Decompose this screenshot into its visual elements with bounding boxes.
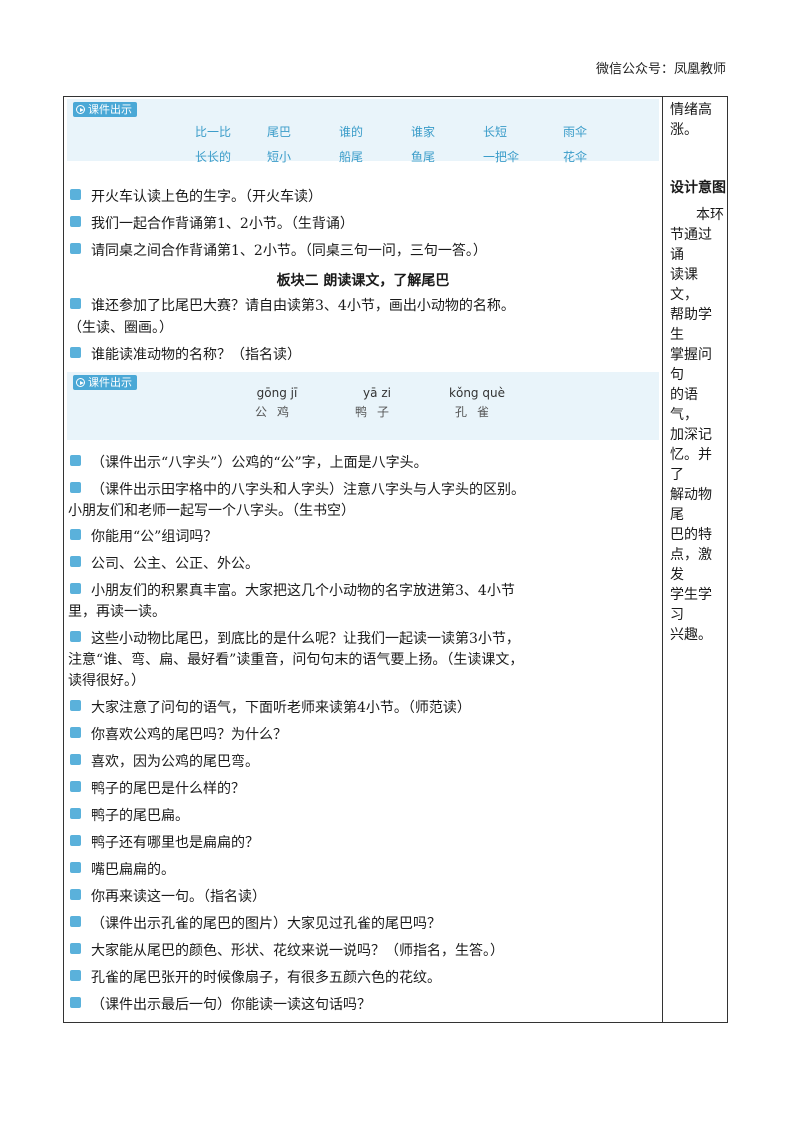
lesson-table <box>63 96 728 1023</box>
courseware-box-words: 课件出示 比一比 尾巴 谁的 谁家 长短 雨伞 长长的 短小 船尾 鱼尾 一把伞… <box>67 99 659 164</box>
lesson-line: 嘴巴扁扁的。 <box>70 859 660 882</box>
student-icon <box>70 754 81 765</box>
design-intent-body: 本环 节通过诵 读课文， 帮助学生 掌握问句 的语气， 加深记 忆。并了 解动物… <box>670 207 724 643</box>
lesson-line-cont: 注意“谁、弯、扁、最好看”读重音，问句句末的语气要上扬。（生读课文， <box>68 652 524 668</box>
lesson-line: 鸭子的尾巴扁。 <box>70 805 660 828</box>
play-icon <box>76 105 85 114</box>
lesson-line: （课件出示“八字头”）公鸡的“公”字，上面是八字头。 <box>70 452 660 475</box>
courseware-label: 课件出示 <box>88 103 132 116</box>
lesson-line: 公司、公主、公正、外公。 <box>70 553 660 576</box>
teacher-icon <box>70 997 81 1008</box>
side-note-top: 情绪高涨。 <box>670 102 712 138</box>
lesson-line: 谁能读准动物的名称？（指名读） <box>70 344 660 367</box>
lesson-line: （课件出示孔雀的尾巴的图片）大家见过孔雀的尾巴吗？ <box>70 913 660 936</box>
word: 比一比 <box>195 125 232 139</box>
lesson-line: 大家能从尾巴的颜色、形状、花纹来说一说吗？（师指名，生答。） <box>70 940 660 963</box>
courseware-tag: 课件出示 <box>73 102 137 117</box>
word: 短小 <box>267 150 292 164</box>
word: 谁的 <box>339 125 364 139</box>
lesson-line-cont: 小朋友们和老师一起写一个八字头。（生书空） <box>68 503 355 519</box>
lesson-line: 你能用“公”组词吗？ <box>70 526 660 549</box>
teacher-icon <box>70 189 81 200</box>
teacher-icon <box>70 455 81 466</box>
student-icon <box>70 862 81 873</box>
lesson-line: 孔雀的尾巴张开的时候像扇子，有很多五颜六色的花纹。 <box>70 967 660 990</box>
lesson-line: 大家注意了问句的语气，下面听老师来读第4小节。（师范读） <box>70 697 660 720</box>
lesson-line: 开火车认读上色的生字。（开火车读） <box>70 186 660 209</box>
teacher-icon <box>70 482 81 493</box>
design-intent-title: 设计意图 <box>670 180 726 196</box>
lesson-line: 请同桌之间合作背诵第1、2小节。（同桌三句一问，三句一答。） <box>70 240 660 263</box>
play-icon <box>76 378 85 387</box>
word: 鱼尾 <box>411 150 436 164</box>
teacher-icon <box>70 700 81 711</box>
teacher-icon <box>70 243 81 254</box>
teacher-icon <box>70 298 81 309</box>
lesson-line: （课件出示田字格中的八字头和人字头）注意八字头与人字头的区别。 <box>70 479 660 502</box>
lesson-line: 喜欢，因为公鸡的尾巴弯。 <box>70 751 660 774</box>
word: 一把伞 <box>483 150 520 164</box>
word: 谁家 <box>411 125 436 139</box>
teacher-icon <box>70 216 81 227</box>
lesson-line: 鸭子还有哪里也是扁扁的？ <box>70 832 660 855</box>
section-title: 板块二 朗读课文，了解尾巴 <box>276 273 450 289</box>
teacher-icon <box>70 347 81 358</box>
teacher-icon <box>70 781 81 792</box>
lesson-line: （课件出示最后一句）你能读一读这句话吗？ <box>70 994 660 1017</box>
teacher-icon <box>70 631 81 642</box>
lesson-line: 你喜欢公鸡的尾巴吗？为什么？ <box>70 724 660 747</box>
word: 船尾 <box>339 150 364 164</box>
courseware-tag: 课件出示 <box>73 375 137 390</box>
word: 长短 <box>483 125 508 139</box>
lesson-line-cont: 里，再读一读。 <box>68 604 166 620</box>
column-divider <box>662 96 663 1023</box>
word: 雨伞 <box>563 125 588 139</box>
lesson-line: 鸭子的尾巴是什么样的？ <box>70 778 660 801</box>
teacher-icon <box>70 727 81 738</box>
lesson-line: 你再来读这一句。（指名读） <box>70 886 660 909</box>
page-header: 微信公众号：凤凰教师 <box>595 62 726 77</box>
courseware-label: 课件出示 <box>88 376 132 389</box>
teacher-icon <box>70 835 81 846</box>
lesson-line: 我们一起合作背诵第1、2小节。（生背诵） <box>70 213 660 236</box>
word: 尾巴 <box>267 125 292 139</box>
lesson-line: 这些小动物比尾巴，到底比的是什么呢？让我们一起读一读第3小节， <box>70 628 660 651</box>
student-icon <box>70 970 81 981</box>
teacher-icon <box>70 583 81 594</box>
lesson-line: 谁还参加了比尾巴大赛？请自由读第3、4小节，画出小动物的名称。 <box>70 295 660 318</box>
lesson-line-cont: （生读、圈画。） <box>68 320 173 336</box>
lesson-line: 小朋友们的积累真丰富。大家把这几个小动物的名字放进第3、4小节 <box>70 580 660 603</box>
word: 花伞 <box>563 150 588 164</box>
student-icon <box>70 556 81 567</box>
teacher-icon <box>70 943 81 954</box>
teacher-icon <box>70 916 81 927</box>
word-grid: 比一比 尾巴 谁的 谁家 长短 雨伞 长长的 短小 船尾 鱼尾 一把伞 花伞 <box>67 99 659 164</box>
lesson-line-cont: 读得很好。） <box>68 673 145 689</box>
teacher-icon <box>70 889 81 900</box>
word: 长长的 <box>195 150 232 164</box>
teacher-icon <box>70 529 81 540</box>
student-icon <box>70 808 81 819</box>
